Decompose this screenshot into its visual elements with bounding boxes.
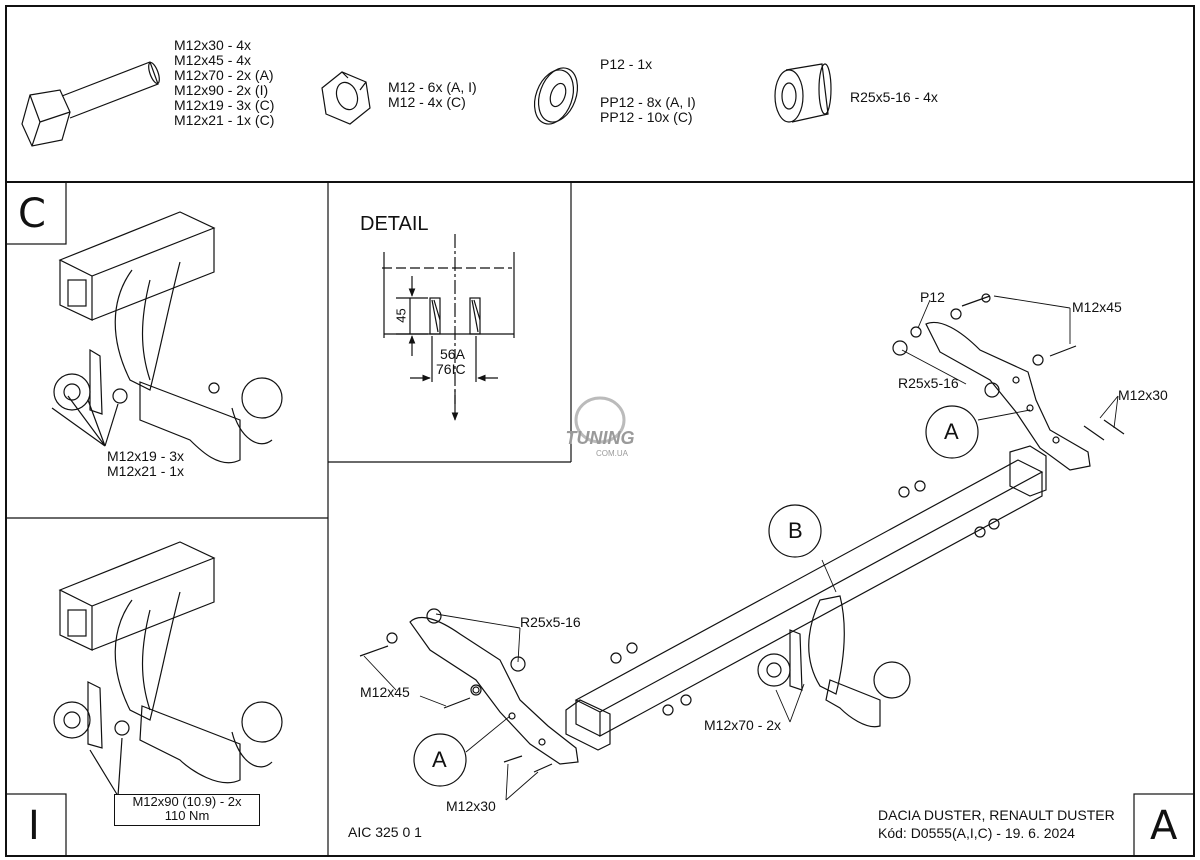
view-i-towbar <box>53 541 283 784</box>
spacer-sleeve-icon <box>774 63 832 123</box>
bolt-item: M12x90 - 2x (I) <box>174 82 269 98</box>
vehicle-name: DACIA DUSTER, RENAULT DUSTER <box>878 807 1115 823</box>
label-m12x45-top: M12x45 <box>1072 299 1122 315</box>
callout-c: M12x19 - 3x M12x21 - 1x <box>107 449 184 479</box>
main-towball-assembly <box>757 595 911 728</box>
balloon-a-top: A <box>944 419 959 444</box>
bolt-item: M12x21 - 1x (C) <box>174 112 275 128</box>
nut-item: M12 - 4x (C) <box>388 94 466 110</box>
callout-c-item: M12x21 - 1x <box>107 463 185 479</box>
balloon-b-ring <box>768 504 822 558</box>
spacer-label: R25x5-16 - 4x <box>850 89 938 105</box>
letter-box-a <box>1133 793 1195 857</box>
balloon-a-bottom-ring <box>413 733 467 787</box>
torque-box-line: 110 Nm <box>164 808 210 823</box>
callout-c-item: M12x19 - 3x <box>107 448 185 464</box>
washer-pp-item: PP12 - 10x (C) <box>600 109 693 125</box>
label-r25-left: R25x5-16 <box>520 614 581 630</box>
sheet-letter-a: A <box>1150 803 1178 849</box>
detail-dim-height: 45 <box>393 308 409 323</box>
bolt-item: M12x30 - 4x <box>174 37 252 53</box>
label-m12x70: M12x70 - 2x <box>704 717 782 733</box>
label-m12x30-top: M12x30 <box>1118 387 1168 403</box>
callout-leader-i <box>89 737 123 797</box>
label-m12x45-left: M12x45 <box>360 684 410 700</box>
balloon-a-top-ring <box>925 405 979 459</box>
main-bracket-left <box>409 617 579 765</box>
bolt-item: M12x70 - 2x (A) <box>174 67 274 83</box>
letter-box-i <box>5 793 67 857</box>
letter-box-c <box>5 181 67 245</box>
torque-box-line: M12x90 (10.9) - 2x <box>132 794 242 809</box>
bolt-icon <box>21 61 160 147</box>
bolt-item: M12x19 - 3x (C) <box>174 97 275 113</box>
nut-icon <box>321 71 371 125</box>
detail-label-56a: 56A <box>440 346 465 362</box>
nut-list: M12 - 6x (A, I) M12 - 4x (C) <box>388 80 477 110</box>
outer-frame <box>5 5 1195 857</box>
nut-item: M12 - 6x (A, I) <box>388 79 477 95</box>
washer-icon <box>533 67 579 125</box>
detail-section <box>382 234 515 421</box>
kod-date: Kód: D0555(A,I,C) - 19. 6. 2024 <box>878 825 1075 841</box>
callout-leader-c <box>51 395 119 447</box>
balloon-b: B <box>788 518 803 543</box>
balloon-a-bottom: A <box>432 747 447 772</box>
bolt-item: M12x45 - 4x <box>174 52 252 68</box>
view-letter-i: I <box>28 803 40 849</box>
main-leaders <box>363 295 1119 801</box>
main-crossbar <box>565 445 1047 751</box>
washer-pp-item: PP12 - 8x (A, I) <box>600 94 696 110</box>
washer-p-label: P12 - 1x <box>600 56 653 72</box>
tuning-watermark: TUNING COM.UA <box>566 396 635 458</box>
bolt-list: M12x30 - 4x M12x45 - 4x M12x70 - 2x (A) … <box>174 38 274 128</box>
view-c-towbar <box>53 211 283 464</box>
label-r25-top: R25x5-16 <box>898 375 959 391</box>
label-m12x30-bottom: M12x30 <box>446 798 496 814</box>
watermark-main: TUNING <box>566 428 635 448</box>
torque-box: M12x90 (10.9) - 2x 110 Nm <box>114 794 260 826</box>
view-letter-c: C <box>18 191 46 237</box>
detail-label-76ic: 76IC <box>436 361 466 377</box>
main-fasteners <box>359 293 1125 773</box>
washer-pp-list: PP12 - 8x (A, I) PP12 - 10x (C) <box>600 95 696 125</box>
main-bracket-right <box>925 321 1091 471</box>
drawing-code: AIC 325 0 1 <box>348 824 422 840</box>
watermark-sub: COM.UA <box>596 449 629 458</box>
label-p12: P12 <box>920 289 945 305</box>
detail-title: DETAIL <box>360 213 429 235</box>
